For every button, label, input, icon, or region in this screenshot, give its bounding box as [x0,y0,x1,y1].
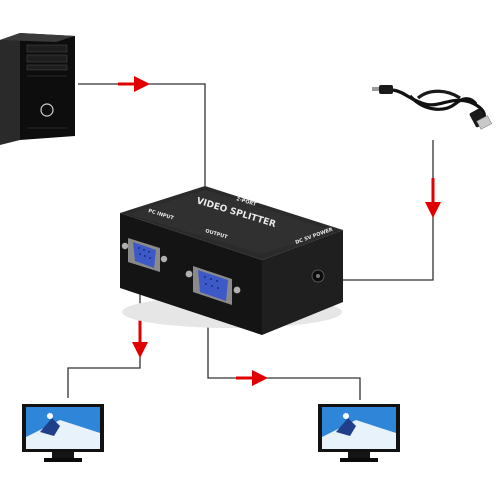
dc-power-jack [311,269,325,283]
usb-power-cable-icon [372,85,493,130]
splitter-top-label: 2-PORT [235,196,257,208]
vga-input-port [121,238,168,272]
wire-pc-to-splitter [78,83,206,186]
arrow-down-icon [425,178,441,218]
desktop-tower-icon [0,33,75,145]
signal-arrows [118,76,441,386]
arrow-right-icon [236,370,268,386]
monitor-right [318,404,400,462]
monitor-left [22,404,104,462]
arrow-right-icon [118,76,150,92]
vga-output-port [185,266,241,305]
wire-usb-to-splitter [336,140,434,281]
vga-splitter-device: VIDEO SPLITTER 2-PORT PC INPUT OUTPUT DC… [120,186,343,335]
wire-splitter-to-right-monitor [207,308,361,400]
arrow-down-icon [132,318,148,358]
